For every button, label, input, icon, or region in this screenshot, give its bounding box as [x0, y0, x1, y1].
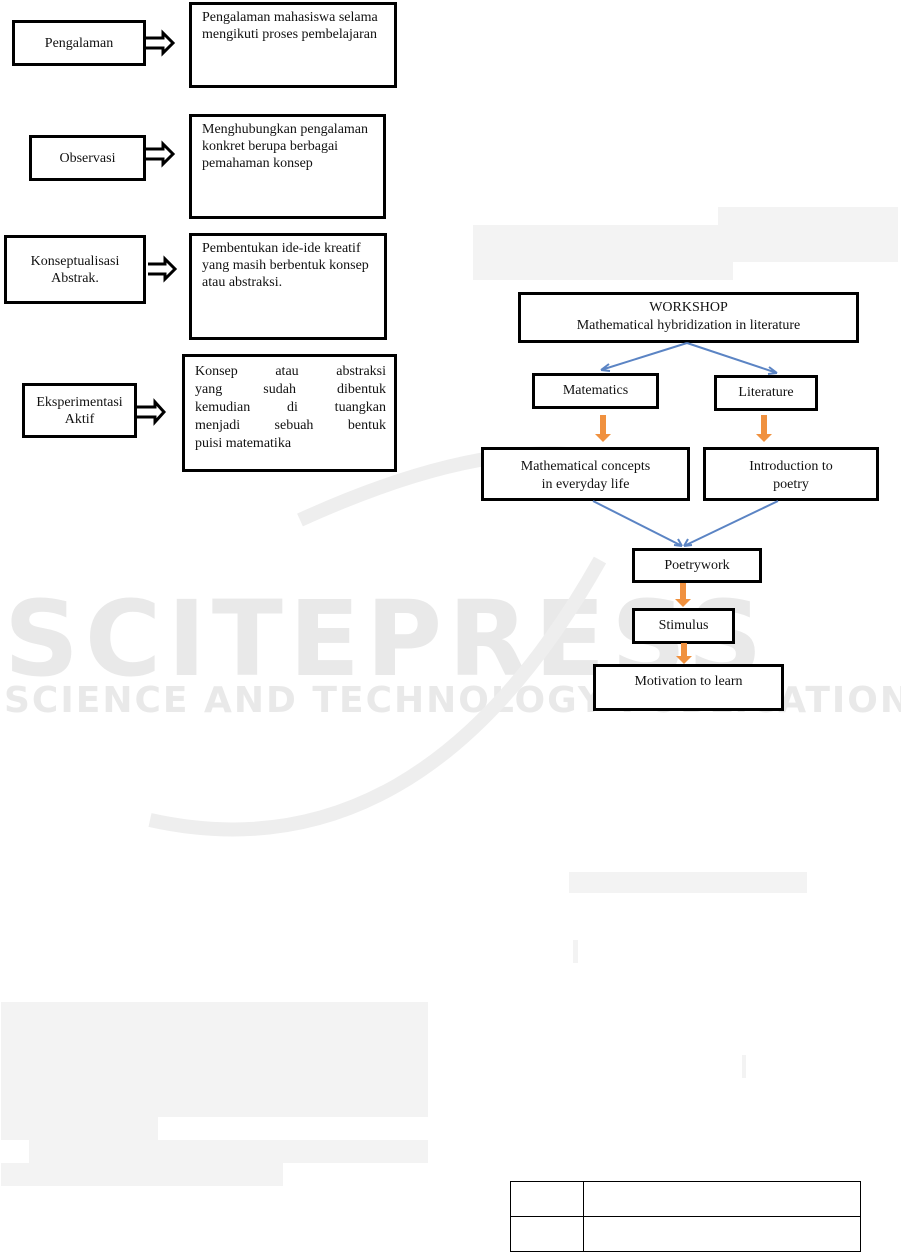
workshop-subtitle: Mathematical hybridization in literature: [576, 318, 801, 333]
poetry-work-box: Poetrywork: [632, 548, 762, 583]
redacted-block: [718, 207, 898, 262]
box-label: Mathematical concepts in everyday life: [520, 459, 651, 492]
stage-label: Observasi: [59, 150, 116, 166]
description-pengalaman: Pengalaman mahasiswa selama mengikuti pr…: [189, 2, 397, 88]
math-concepts-box: Mathematical concepts in everyday life: [481, 447, 690, 501]
stage-label: Pengalaman: [44, 35, 114, 51]
intro-poetry-box: Introduction to poetry: [703, 447, 879, 501]
description-text: Pembentukan ide-ide kreatif yang masih b…: [202, 241, 369, 290]
description-konseptualisasi: Pembentukan ide-ide kreatif yang masih b…: [189, 233, 387, 340]
description-text: Menghubungkan pengalaman konkret berupa …: [202, 122, 369, 171]
motivation-box: Motivation to learn: [593, 664, 784, 711]
stage-label: Eksperimentasi Aktif: [36, 394, 123, 427]
table-cell: [583, 1216, 861, 1252]
stimulus-box: Stimulus: [632, 608, 735, 644]
redacted-block: [569, 872, 807, 893]
description-line: puisi matematika: [195, 436, 292, 451]
table-row: [510, 1181, 861, 1217]
table-cell: [583, 1181, 861, 1217]
workshop-title: WORKSHOP: [649, 300, 728, 315]
literature-box: Literature: [714, 375, 818, 411]
box-label: Introduction to poetry: [749, 459, 833, 492]
redacted-block: [573, 940, 578, 963]
box-label: Motivation to learn: [634, 674, 743, 689]
redacted-block: [29, 1140, 428, 1163]
box-label: Poetrywork: [664, 557, 730, 573]
matematics-box: Matematics: [532, 373, 659, 409]
table-cell: [510, 1181, 584, 1217]
box-label: Stimulus: [658, 618, 709, 633]
redacted-block: [1, 1117, 158, 1140]
description-line: yang sudah dibentuk: [195, 382, 386, 397]
table-cell: [510, 1216, 584, 1252]
description-text: Pengalaman mahasiswa selama mengikuti pr…: [202, 10, 378, 42]
stage-label: Konseptualisasi Abstrak.: [30, 253, 120, 286]
empty-table: [510, 1181, 861, 1252]
redacted-block: [473, 225, 733, 280]
redacted-block: [742, 1055, 746, 1078]
redacted-block: [1, 1002, 428, 1117]
stage-pengalaman: Pengalaman: [12, 20, 146, 66]
description-observasi: Menghubungkan pengalaman konkret berupa …: [189, 114, 386, 219]
table-row: [510, 1216, 861, 1252]
description-line: Konsep atau abstraksi: [195, 364, 386, 379]
description-line: kemudian di tuangkan: [195, 400, 386, 415]
description-line: menjadi sebuah bentuk: [195, 418, 386, 433]
stage-eksperimentasi: Eksperimentasi Aktif: [22, 383, 137, 438]
redacted-block: [1, 1163, 283, 1186]
description-eksperimentasi: Konsep atau abstraksi yang sudah dibentu…: [182, 354, 397, 472]
stage-konseptualisasi: Konseptualisasi Abstrak.: [4, 235, 146, 304]
box-label: Literature: [738, 385, 794, 400]
box-label: Matematics: [562, 383, 629, 398]
workshop-box: WORKSHOP Mathematical hybridization in l…: [518, 292, 859, 343]
stage-observasi: Observasi: [29, 135, 146, 181]
